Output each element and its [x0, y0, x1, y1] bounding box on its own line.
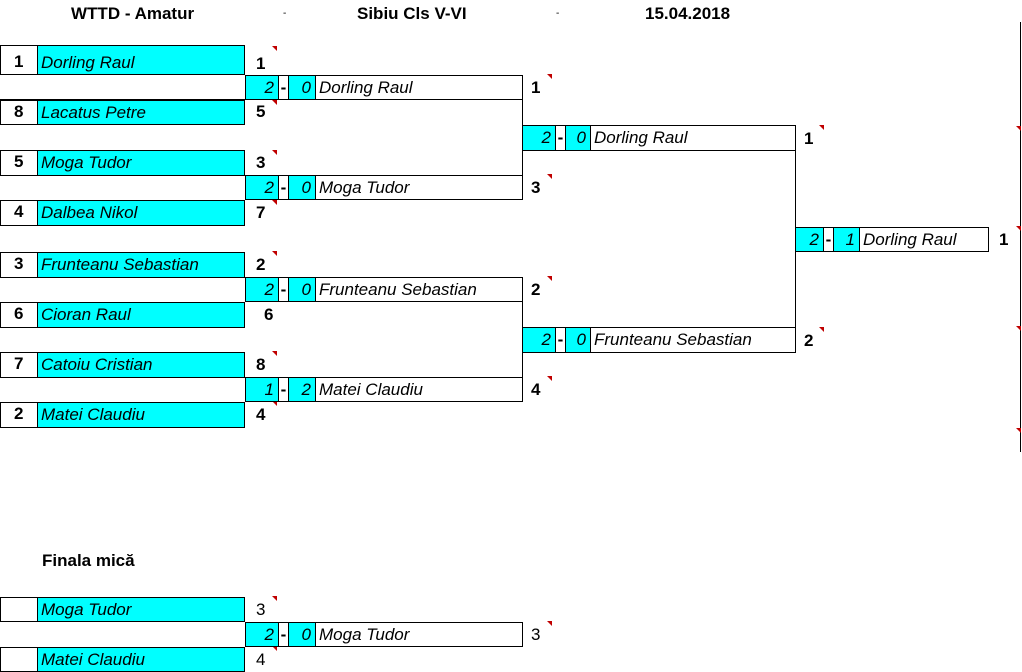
winner-rank: 2 [531, 280, 541, 299]
player-rank: 3 [256, 153, 266, 172]
comment-marker [272, 646, 277, 651]
comment-marker [1016, 428, 1021, 433]
score-away: 0 [288, 622, 316, 647]
score-home: 2 [245, 175, 279, 200]
seed-number: 8 [14, 102, 24, 121]
seed-number: 1 [14, 52, 24, 71]
score-away: 0 [288, 277, 316, 302]
winner-rank: 1 [531, 78, 541, 97]
winner-rank: 3 [531, 625, 541, 644]
score-away: 2 [288, 377, 316, 402]
comment-marker [272, 596, 277, 601]
winner-rank: 4 [531, 380, 541, 399]
player-name: Moga Tudor [37, 597, 245, 622]
score-home: 2 [245, 75, 279, 100]
row-line [0, 252, 245, 253]
comment-marker [547, 376, 552, 381]
player-rank: 3 [256, 600, 266, 619]
score-away: 0 [565, 125, 591, 151]
winner-rank: 2 [804, 331, 814, 350]
comment-marker [819, 327, 824, 332]
comment-marker [272, 100, 277, 105]
player-name: Moga Tudor [37, 150, 245, 176]
winner-name: Moga Tudor [315, 622, 523, 647]
score-home: 1 [245, 377, 279, 402]
player-name: Lacatus Petre [37, 100, 245, 125]
seed-number: 2 [14, 404, 24, 423]
player-rank: 5 [256, 102, 266, 121]
small-final-title: Finala mică [42, 551, 135, 570]
champion-name: Dorling Raul [859, 227, 989, 252]
comment-marker [547, 276, 552, 281]
player-rank: 8 [256, 355, 266, 374]
player-name: Dorling Raul [37, 45, 245, 75]
seed-number: 5 [14, 152, 24, 171]
comment-marker [1016, 326, 1021, 331]
row-line [0, 99, 245, 100]
winner-name: Dorling Raul [315, 75, 523, 100]
player-name: Catoiu Cristian [37, 352, 245, 378]
winner-rank: 3 [531, 178, 541, 197]
comment-marker [272, 251, 277, 256]
event-date: 15.04.2018 [645, 4, 731, 23]
player-name: Dalbea Nikol [37, 200, 245, 226]
comment-marker [547, 621, 552, 626]
header-dash: - [556, 8, 560, 19]
bracket-line [522, 150, 523, 175]
score-home: 2 [522, 125, 556, 151]
row-line [0, 621, 245, 622]
score-away: 0 [565, 327, 591, 353]
seed-number: 4 [14, 202, 24, 221]
seed-number: 7 [14, 354, 24, 373]
comment-marker [547, 174, 552, 179]
player-name: Cioran Raul [37, 302, 245, 328]
winner-name: Dorling Raul [590, 125, 796, 151]
comment-marker [272, 401, 277, 406]
score-home: 2 [522, 327, 556, 353]
player-name: Matei Claudiu [37, 402, 245, 428]
seed-number: 6 [14, 304, 24, 323]
event-title: WTTD - Amatur [71, 4, 195, 23]
header-dash: - [283, 8, 287, 19]
winner-name: Moga Tudor [315, 175, 523, 200]
score-home: 2 [245, 277, 279, 302]
score-home: 2 [245, 622, 279, 647]
comment-marker [1016, 126, 1021, 131]
comment-marker [272, 200, 277, 205]
winner-name: Frunteanu Sebastian [590, 327, 796, 353]
location-title: Sibiu Cls V-VI [357, 4, 467, 23]
bracket-line [522, 100, 523, 125]
player-rank: 2 [256, 255, 266, 274]
page-border [1020, 22, 1021, 452]
score-away: 0 [288, 75, 316, 100]
comment-marker [272, 351, 277, 356]
winner-rank: 1 [804, 129, 814, 148]
score-away: 1 [833, 227, 860, 252]
comment-marker [819, 125, 824, 130]
seed-number: 3 [14, 254, 24, 273]
score-home: 2 [795, 227, 824, 252]
player-rank: 1 [256, 54, 266, 73]
seed-cell [0, 597, 38, 622]
player-rank: 7 [256, 203, 266, 222]
player-name: Frunteanu Sebastian [37, 252, 245, 278]
comment-marker [547, 74, 552, 79]
champion-rank: 1 [999, 230, 1009, 249]
player-rank: 4 [256, 405, 266, 424]
comment-marker [272, 46, 277, 51]
player-rank: 6 [264, 305, 274, 324]
seed-cell [0, 647, 38, 672]
player-rank: 4 [256, 650, 266, 669]
bracket-line [795, 252, 796, 327]
bracket-line [795, 151, 796, 227]
player-name: Matei Claudiu [37, 647, 245, 672]
comment-marker [272, 150, 277, 155]
winner-name: Matei Claudiu [315, 377, 523, 402]
bracket-line [522, 352, 523, 377]
bracket-line [522, 302, 523, 327]
winner-name: Frunteanu Sebastian [315, 277, 523, 302]
score-away: 0 [288, 175, 316, 200]
comment-marker [1016, 226, 1021, 231]
